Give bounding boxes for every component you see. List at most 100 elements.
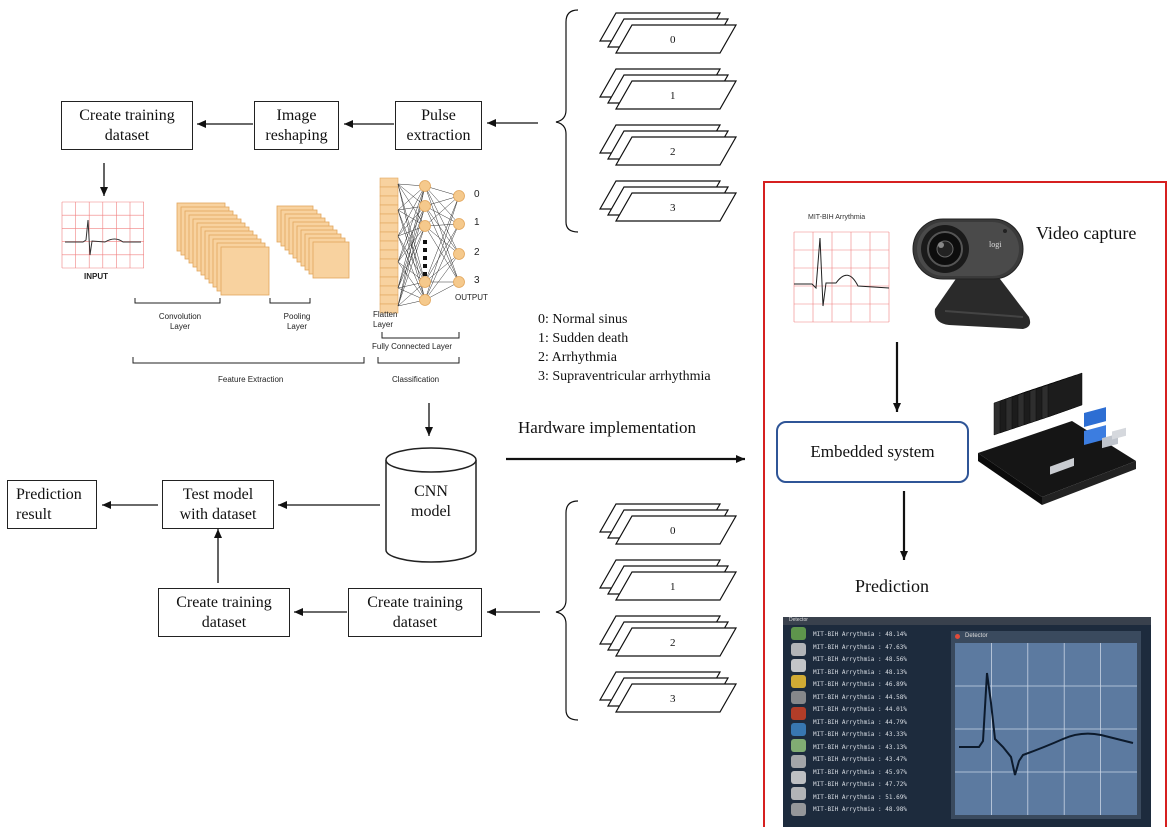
flatten-cell: [379, 267, 399, 278]
create-training-dataset-bottom-left: Create training dataset: [158, 588, 290, 637]
prediction-screen-photo: Detector MIT-BIH Arrythmia : 48.14%MIT-B…: [783, 617, 1151, 827]
detector-window: Detector: [951, 631, 1141, 819]
bottom-stack-1: 1: [598, 559, 738, 601]
input-label: INPUT: [84, 272, 108, 281]
bottom-stack-brace: [555, 500, 579, 721]
legend-item-3: 3: Supraventricular arrhythmia: [538, 369, 711, 384]
top-stack-0: 0: [598, 12, 738, 54]
ellipsis-dot: [423, 240, 427, 244]
terminal-line: MIT-BIH Arrythmia : 47.72%: [813, 781, 907, 788]
cnn-model-cylinder: [385, 447, 477, 563]
terminal-line: MIT-BIH Arrythmia : 51.69%: [813, 793, 907, 801]
fully-connected-neurons: [397, 180, 465, 307]
embedded-system-box: Embedded system: [776, 421, 969, 483]
camera-brand-text: logi: [989, 240, 1002, 249]
launcher-app-icon: [791, 707, 806, 720]
legend-item-2: 2: Arrhythmia: [538, 350, 617, 365]
terminal-line: MIT-BIH Arrythmia : 48.13%: [813, 668, 907, 676]
output-neuron: [453, 248, 465, 260]
ellipsis-dot: [423, 256, 427, 260]
mit-bih-ecg-title: MIT-BIH Arrythmia: [808, 214, 866, 221]
legend-item-1: 1: Sudden death: [538, 331, 629, 346]
bottom-stack-3: 3: [598, 671, 738, 713]
create-training-dataset-bottom-right: Create training dataset: [348, 588, 482, 637]
detector-close-icon: [955, 634, 960, 639]
hidden-neuron: [419, 294, 431, 306]
screen-title-bar: [783, 617, 1151, 625]
hidden-neuron: [419, 180, 431, 192]
flatten-cell: [379, 213, 399, 224]
terminal-line: MIT-BIH Arrythmia : 48.14%: [813, 631, 907, 638]
launcher-app-icon: [791, 803, 806, 816]
bottom-stack-label-2: 2: [670, 637, 676, 649]
pool-maps-map: [312, 241, 350, 279]
feature-extraction-bracket: [132, 357, 365, 364]
bottom-stack-0: 0: [598, 503, 738, 545]
classification-bracket: [377, 357, 460, 364]
convolution-feature-maps: [176, 202, 270, 296]
flatten-cell: [379, 204, 399, 215]
top-stack-3: 3: [598, 180, 738, 222]
flatten-cell: [379, 294, 399, 305]
bottom-stack-label-0: 0: [670, 525, 676, 537]
conv-maps-map: [220, 246, 270, 296]
prediction-label: Prediction: [855, 576, 929, 596]
video-capture-label: Video capture: [1036, 223, 1137, 243]
launcher-app-icon: [791, 723, 806, 736]
terminal-line: MIT-BIH Arrythmia : 43.33%: [813, 731, 907, 738]
flatten-cell: [379, 186, 399, 197]
launcher-app-icon: [791, 691, 806, 704]
launcher-app-icon: [791, 643, 806, 656]
top-stack-label-0: 0: [670, 34, 676, 46]
bottom-stack-label-1: 1: [670, 581, 676, 593]
feature-extraction-label: Feature Extraction: [218, 375, 284, 384]
test-model-box: Test model with dataset: [162, 480, 274, 529]
screen-window-left-title: Detector: [789, 617, 808, 623]
embedded-board-image: [978, 372, 1136, 505]
output-class-label-3: 3: [474, 275, 480, 286]
terminal-output: MIT-BIH Arrythmia : 48.14% MIT-BIH Arryth…: [813, 629, 907, 817]
detector-ecg-plot: [955, 643, 1137, 815]
hidden-neuron: [419, 276, 431, 288]
bottom-stack-2: 2: [598, 615, 738, 657]
output-neuron: [453, 276, 465, 288]
output-class-label-2: 2: [474, 247, 480, 258]
classification-label: Classification: [392, 375, 440, 384]
fully-connected-layer-label: Fully Connected Layer: [372, 342, 453, 351]
ellipsis-dot: [423, 272, 427, 276]
flatten-cell: [379, 177, 399, 188]
output-neuron: [453, 190, 465, 202]
terminal-line: MIT-BIH Arrythmia : 47.63%: [813, 643, 907, 651]
output-neuron: [453, 218, 465, 230]
pooling-layer-label: Pooling Layer: [283, 312, 311, 331]
top-stack-brace: [555, 9, 579, 233]
terminal-line: MIT-BIH Arrythmia : 45.97%: [813, 768, 907, 776]
bottom-stack-label-3: 3: [670, 693, 676, 705]
flatten-cell: [379, 195, 399, 206]
launcher-app-icon: [791, 675, 806, 688]
convolution-bracket: [134, 298, 221, 304]
hidden-neuron: [419, 220, 431, 232]
hidden-neuron: [419, 200, 431, 212]
flatten-cell: [379, 222, 399, 233]
launcher-app-icon: [791, 755, 806, 768]
convolution-layer-label: Convolution Layer: [158, 312, 202, 331]
flatten-cell: [379, 240, 399, 251]
ellipsis-dot: [423, 248, 427, 252]
output-label: OUTPUT: [455, 293, 488, 302]
pooling-bracket: [269, 298, 311, 304]
top-stack-label-2: 2: [670, 146, 676, 158]
pooling-feature-maps: [276, 205, 350, 279]
webcam-image: logi: [912, 218, 1031, 329]
pulse-extraction-box: Pulse extraction: [395, 101, 482, 150]
launcher-app-icon: [791, 659, 806, 672]
terminal-line: MIT-BIH Arrythmia : 43.13%: [813, 743, 907, 751]
screen-launcher: [789, 627, 809, 827]
cnn-model-label: CNN model: [411, 483, 451, 520]
launcher-app-icon: [791, 739, 806, 752]
flatten-cell: [379, 276, 399, 287]
detector-window-title: Detector: [965, 633, 988, 639]
flatten-cell: [379, 258, 399, 269]
terminal-line: MIT-BIH Arrythmia : 46.89%: [813, 681, 907, 688]
